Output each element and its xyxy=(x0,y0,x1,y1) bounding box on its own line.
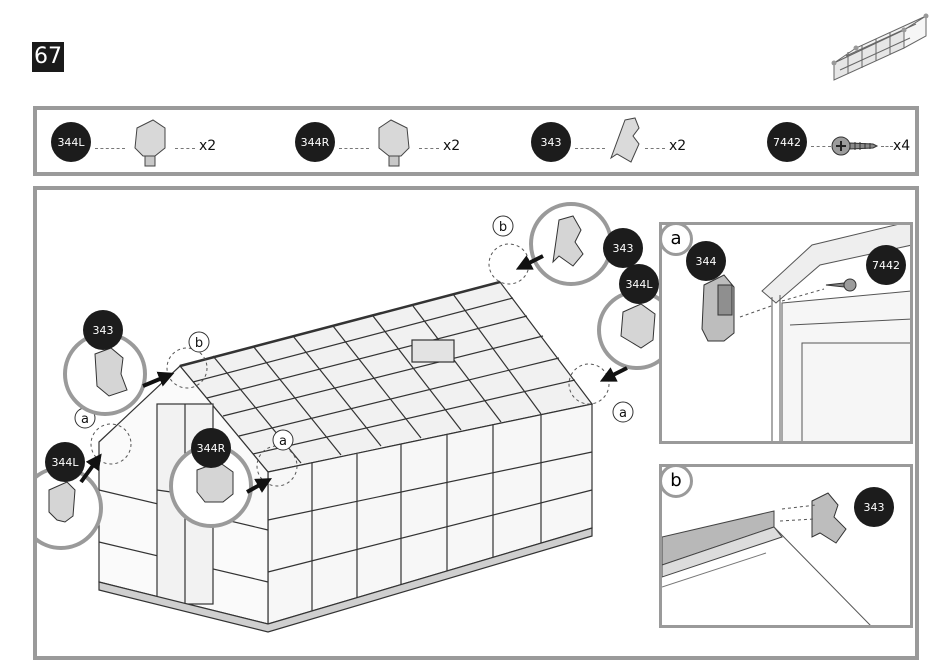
leader-line xyxy=(339,148,369,149)
detail-badge: 344 xyxy=(686,241,726,281)
callout-letter: a xyxy=(619,406,627,421)
callout-badge: 344L xyxy=(45,442,85,482)
screw-7442-icon xyxy=(831,132,881,160)
part-badge: 7442 xyxy=(767,122,807,162)
callout-letter: b xyxy=(195,336,203,351)
part-quantity: x2 xyxy=(669,138,686,154)
detail-badge: 7442 xyxy=(866,245,906,285)
callout-badge: 343 xyxy=(603,228,643,268)
callout-letter: a xyxy=(81,412,89,427)
leader-line xyxy=(175,148,195,149)
leader-line xyxy=(881,146,893,147)
part-quantity: x2 xyxy=(443,138,460,154)
part-344R: 344R x2 xyxy=(295,110,495,172)
part-badge: 344R xyxy=(295,122,335,162)
callout-letter: a xyxy=(279,434,287,449)
greenhouse-illustration xyxy=(99,282,592,632)
part-343: 343 x2 xyxy=(531,110,731,172)
step-number: 67 xyxy=(32,42,64,72)
callout-letter: b xyxy=(499,220,507,235)
part-344L: 344L x2 xyxy=(51,110,251,172)
greenhouse-preview-icon xyxy=(826,8,938,98)
part-badge: 344L xyxy=(51,122,91,162)
callout-badge: 343 xyxy=(83,310,123,350)
detail-panel-b: b 343 xyxy=(659,464,913,628)
detail-letter: b xyxy=(659,464,693,498)
leader-line xyxy=(575,148,605,149)
detail-panel-a: a 344 7442 xyxy=(659,222,913,444)
clip-344R-icon xyxy=(369,116,419,168)
clip-344L-icon xyxy=(125,116,175,168)
assembly-panel: b a b a a xyxy=(33,186,919,660)
leader-line xyxy=(95,148,125,149)
callout-badge: 344L xyxy=(619,264,659,304)
part-7442: 7442 x4 xyxy=(767,110,917,172)
detail-badge: 343 xyxy=(854,487,894,527)
leader-line xyxy=(645,148,665,149)
clip-343-icon xyxy=(605,114,645,170)
part-quantity: x4 xyxy=(893,138,910,154)
callout-badge: 344R xyxy=(191,428,231,468)
leader-line xyxy=(811,146,831,147)
parts-list: 344L x2 344R x2 343 x2 7442 xyxy=(33,106,919,176)
part-badge: 343 xyxy=(531,122,571,162)
part-quantity: x2 xyxy=(199,138,216,154)
leader-line xyxy=(419,148,439,149)
